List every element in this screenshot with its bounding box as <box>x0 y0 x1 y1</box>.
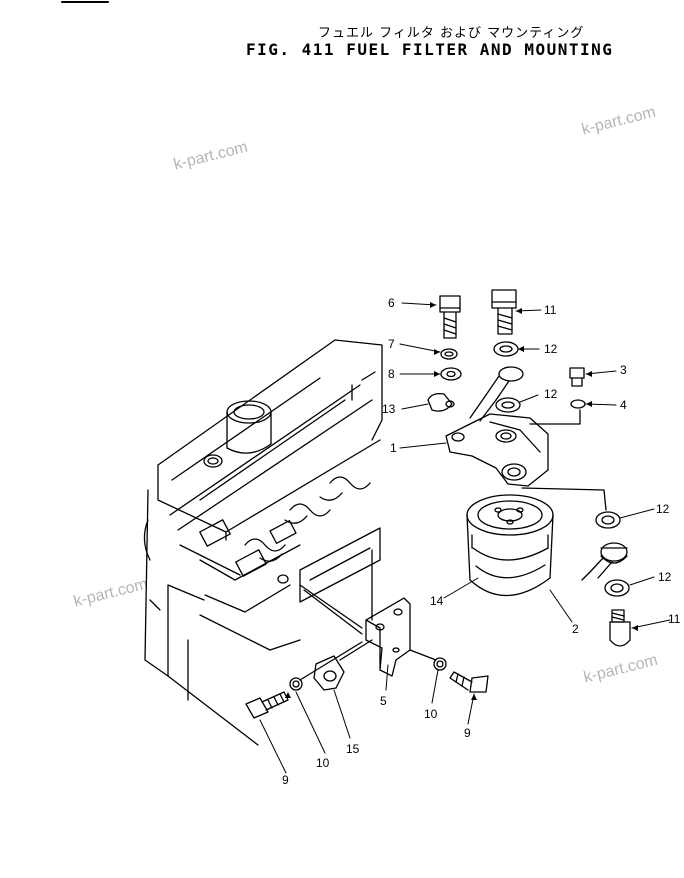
callout-5: 5 <box>380 694 387 708</box>
gasket-12 <box>493 341 519 357</box>
callout-10: 10 <box>316 756 330 770</box>
bracket-5 <box>365 549 411 677</box>
callout-12: 12 <box>658 570 672 584</box>
callout-11: 11 <box>544 303 557 317</box>
leader-line <box>521 487 607 511</box>
banjo-fitting <box>581 542 628 581</box>
callout-11: 11 <box>668 612 681 626</box>
leader-line <box>409 649 437 661</box>
engine-block <box>143 339 383 746</box>
callout-arrowheads <box>285 302 638 700</box>
washer-8 <box>440 367 462 381</box>
callout-12: 12 <box>544 387 558 401</box>
leader-line <box>299 641 363 681</box>
callout-6: 6 <box>388 296 395 310</box>
lock-washer-7 <box>440 348 458 360</box>
callout-9: 9 <box>464 726 471 740</box>
clip-13 <box>427 392 455 412</box>
callout-3: 3 <box>620 363 627 377</box>
callout-15: 15 <box>346 742 360 756</box>
gasket-12 <box>595 511 621 529</box>
callout-12: 12 <box>544 342 558 356</box>
clip-15 <box>313 639 373 691</box>
gasket-12 <box>604 579 630 597</box>
eye-bolt-11 <box>609 609 631 647</box>
eye-bolt-11 <box>491 289 517 335</box>
figure-title: FIG. 411 FUEL FILTER AND MOUNTING <box>246 40 614 59</box>
callout-2: 2 <box>572 622 579 636</box>
lock-washer-10 <box>433 657 447 671</box>
lock-washer-10 <box>289 677 303 691</box>
bolt-9 <box>449 671 489 693</box>
callout-12: 12 <box>656 502 670 516</box>
figure-title-japanese: フュエル フィルタ および マウンティング <box>318 26 585 41</box>
plug-3 <box>569 367 585 387</box>
callout-13: 13 <box>382 402 396 416</box>
callout-1: 1 <box>390 441 397 455</box>
washer-4 <box>570 399 586 409</box>
callout-7: 7 <box>388 337 395 351</box>
callout-4: 4 <box>620 398 627 412</box>
callout-9: 9 <box>282 773 289 787</box>
bolt-9 <box>245 691 289 719</box>
banjo-fitting <box>469 366 524 422</box>
callout-8: 8 <box>388 367 395 381</box>
fuel-filter-cartridge <box>466 494 554 597</box>
callout-14: 14 <box>430 594 444 608</box>
gasket-12 <box>495 397 521 413</box>
bolt-6 <box>439 295 461 339</box>
callout-10: 10 <box>424 707 438 721</box>
callout-leaders <box>259 302 671 774</box>
filter-head-1 <box>445 409 581 487</box>
